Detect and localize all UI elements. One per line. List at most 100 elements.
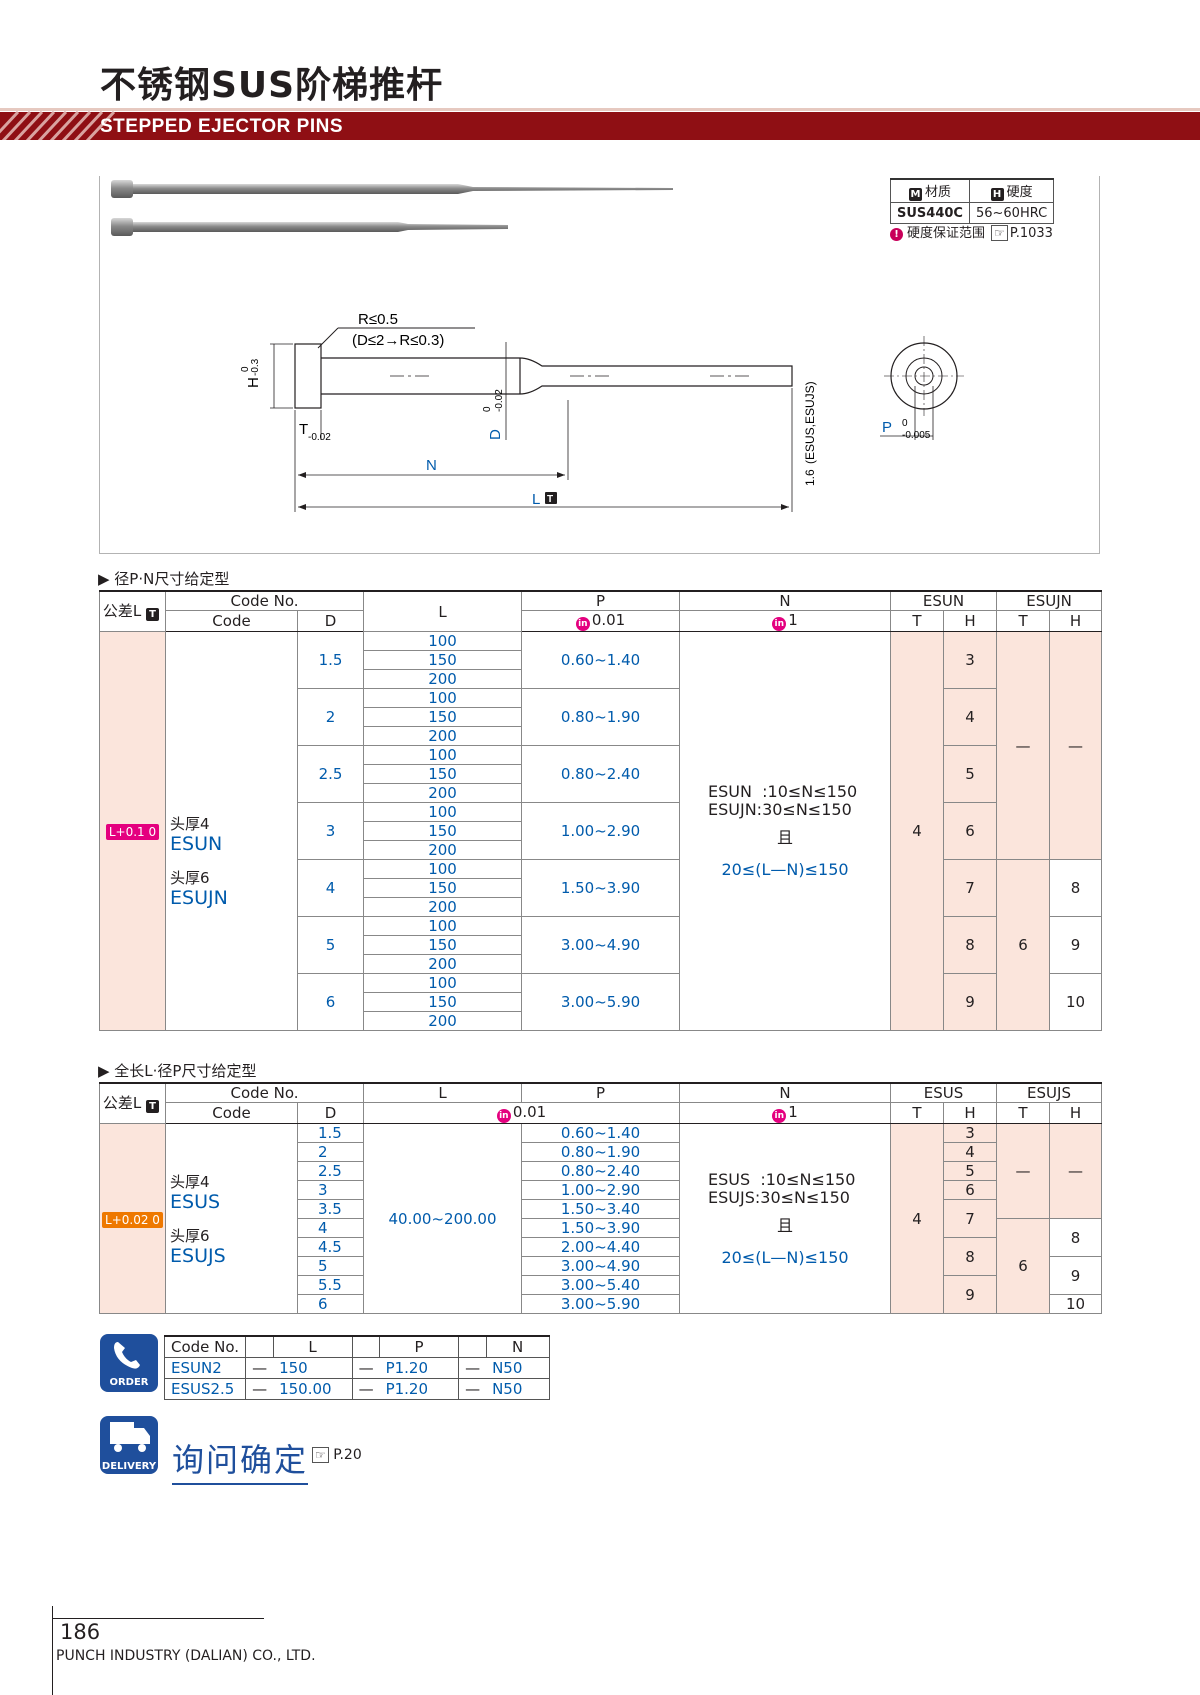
svg-text:0: 0 — [240, 366, 251, 372]
radius-label: R≤0.5 — [358, 311, 398, 328]
h-esus-cell: 4 — [943, 1142, 998, 1162]
length-cell: 150 — [363, 992, 523, 1012]
length-cell: 200 — [363, 840, 523, 860]
t-esujs-dash: — — [996, 1123, 1051, 1219]
material-value: SUS440C — [890, 202, 970, 224]
p-range-cell: 3.00~5.40 — [521, 1275, 681, 1295]
h-esun-cell: 7 — [943, 859, 998, 917]
svg-text:0: 0 — [482, 406, 493, 412]
technical-drawing: R≤0.5 (D≤2→R≤0.3) H 0 -0.3 T -0.02 D 0 -… — [240, 311, 964, 512]
order-code: ESUN2 — [163, 1357, 247, 1379]
p-range-cell: 0.60~1.40 — [521, 631, 681, 689]
length-cell: 200 — [363, 954, 523, 974]
n-label: N — [426, 457, 437, 474]
page-title: 不锈钢SUS阶梯推杆 — [100, 65, 444, 106]
svg-text:0: 0 — [902, 418, 908, 429]
h-esujs-cell: 8 — [1049, 1218, 1103, 1257]
h-esun-cell: 4 — [943, 688, 998, 746]
p-label: P — [882, 419, 892, 436]
table-row: 150 — [100, 764, 1102, 784]
h-esus-cell: 9 — [943, 1275, 998, 1314]
subtitle-bar — [0, 112, 1200, 140]
order-icon-label: ORDER — [109, 1377, 149, 1388]
hardness-icon: H — [990, 188, 1004, 201]
hardness-value: 56~60HRC — [968, 202, 1055, 224]
delivery-icon: DELIVERY — [100, 1416, 158, 1474]
table1-tolerance-header: 公差L T — [99, 590, 166, 632]
h-esun-cell: 8 — [943, 916, 998, 974]
diameter-cell: 2.5 — [296, 1161, 365, 1181]
h-esun-cell: 3 — [943, 631, 998, 689]
svg-text:-0.02: -0.02 — [494, 389, 505, 412]
length-cell: 100 — [363, 916, 523, 936]
p-range-cell: 3.00~5.90 — [521, 1294, 681, 1314]
diameter-cell: 1.5 — [296, 631, 365, 689]
p-range-cell: 1.50~3.40 — [521, 1199, 681, 1219]
diameter-cell: 3 — [296, 802, 365, 860]
diameter-cell: 3 — [296, 1180, 365, 1200]
t-esujn-cell: 6 — [996, 859, 1051, 1031]
l-label: L — [532, 491, 540, 508]
order-icon: ORDER — [100, 1334, 158, 1392]
footer-rule — [52, 1606, 53, 1695]
tolerance-cell: L+0.1 0 — [99, 631, 166, 1031]
length-cell: 150 — [363, 707, 523, 727]
p-range-cell: 0.80~2.40 — [521, 745, 681, 803]
tolerance-badge: L+0.02 0 — [102, 1211, 163, 1228]
product-photo — [111, 180, 673, 236]
h-esujs-cell: 10 — [1049, 1294, 1103, 1314]
h-esujn-cell: 8 — [1049, 859, 1103, 917]
hardness-note-ref[interactable]: P.1033 — [1009, 226, 1053, 241]
length-cell: 150 — [363, 878, 523, 898]
length-cell: 100 — [363, 688, 523, 708]
order-code: ESUS2.5 — [163, 1378, 247, 1400]
t-esujn-dash: — — [996, 631, 1051, 860]
length-cell: 100 — [363, 973, 523, 993]
diameter-cell: 4.5 — [296, 1237, 365, 1257]
p-range-cell: 3.00~4.90 — [521, 916, 681, 974]
h-label: H — [245, 377, 262, 388]
increment-icon: in — [496, 1109, 511, 1123]
tolerance-cell: L+0.02 0 — [99, 1123, 166, 1314]
h-esus-cell: 3 — [943, 1123, 998, 1143]
h-esun-cell: 9 — [943, 973, 998, 1031]
t-esun-cell: 4 — [890, 631, 945, 1031]
diameter-cell: 5.5 — [296, 1275, 365, 1295]
diameter-cell: 2 — [296, 688, 365, 746]
table2: 公差L T Code No. L P N ESUS ESUJS Code D i… — [99, 1082, 1103, 1314]
table-row: 200 — [100, 954, 1102, 974]
t-label: T — [299, 421, 308, 438]
l-range-cell: 40.00~200.00 — [363, 1123, 523, 1314]
diameter-cell: 6 — [296, 1294, 365, 1314]
diameter-cell: 2 — [296, 1142, 365, 1162]
length-cell: 100 — [363, 745, 523, 765]
diameter-cell: 4 — [296, 859, 365, 917]
length-cell: 200 — [363, 726, 523, 746]
delivery-ref[interactable]: ☞ P.20 — [312, 1447, 362, 1463]
diameter-cell: 5 — [296, 1256, 365, 1276]
p-range-cell: 0.80~1.90 — [521, 688, 681, 746]
length-cell: 100 — [363, 802, 523, 822]
drawing-frame — [99, 176, 1100, 554]
h-esujn-cell: 10 — [1049, 973, 1103, 1031]
warning-icon: ! — [890, 228, 903, 241]
h-esujs-dash: — — [1049, 1123, 1103, 1219]
h-esujn-dash: — — [1049, 631, 1103, 860]
order-example-table: Code No. L P N ESUN2— 150— P1.20— N50 ES… — [163, 1335, 550, 1400]
length-cell: 100 — [363, 859, 523, 879]
page-number: 186 — [60, 1620, 101, 1644]
h-esujs-cell: 9 — [1049, 1256, 1103, 1295]
p-range-cell: 2.00~4.40 — [521, 1237, 681, 1257]
length-cell: 150 — [363, 764, 523, 784]
pointing-hand-icon: ☞ — [991, 225, 1008, 241]
